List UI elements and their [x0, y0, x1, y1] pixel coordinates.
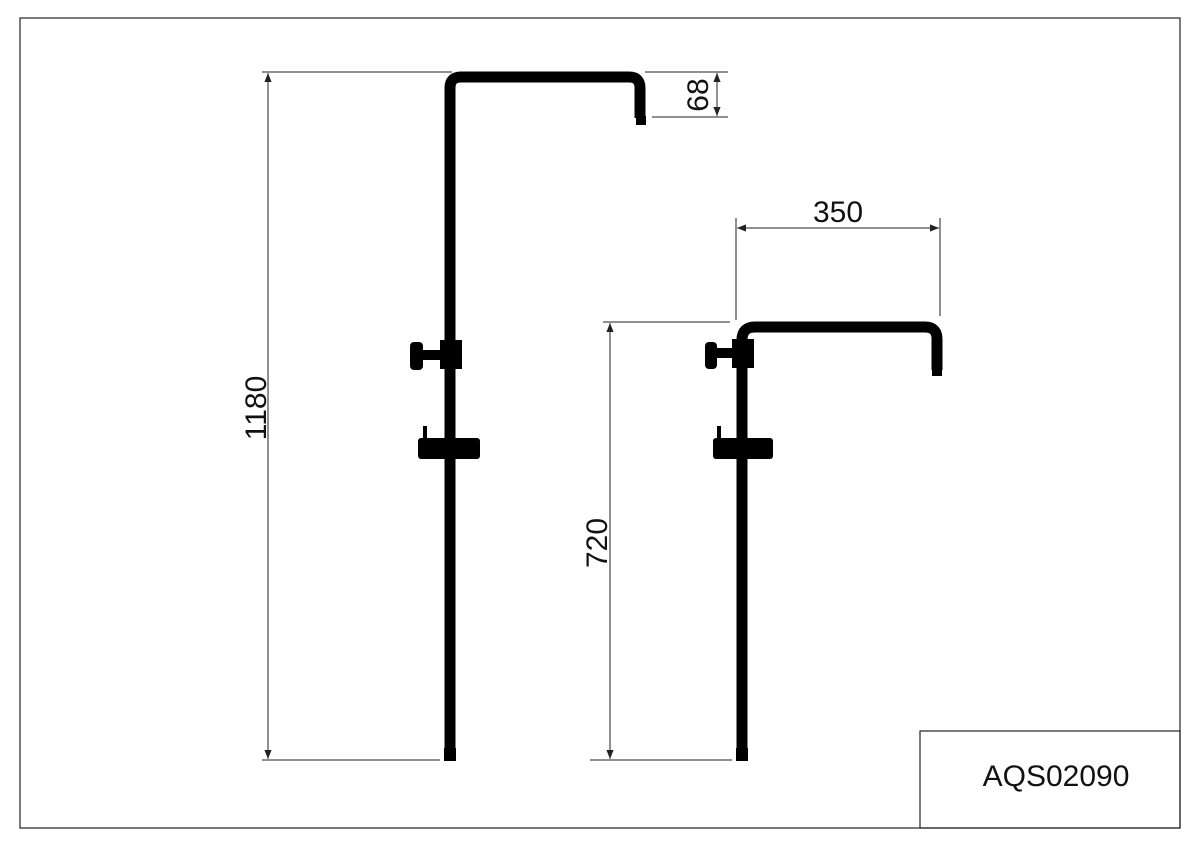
shower-column-short	[705, 321, 943, 761]
diverter-knob	[705, 342, 717, 369]
diverter-clamp	[440, 340, 462, 369]
pipe-end-cap	[444, 748, 456, 761]
title-block: AQS02090	[919, 730, 1181, 829]
dimension-total-height: 1180	[240, 71, 452, 761]
dimension-head-drop: 68	[645, 71, 728, 118]
dimension-label-1180: 1180	[240, 376, 273, 441]
slider-pin	[717, 426, 721, 439]
diverter-stem	[713, 348, 733, 358]
diverter-knob	[410, 342, 423, 370]
diverter-stem	[420, 350, 442, 360]
shower-head-connector	[636, 116, 646, 125]
shower-column-tall	[410, 71, 646, 761]
dimension-label-68: 68	[682, 78, 715, 111]
handshower-slider	[418, 438, 480, 459]
handshower-slider	[713, 438, 773, 459]
dimension-arm-length: 350	[735, 196, 941, 320]
diverter-clamp	[732, 339, 754, 368]
pipe-end-cap	[736, 748, 748, 761]
sheet-border	[19, 17, 1181, 829]
slider-pin	[423, 426, 427, 439]
riser-pipe-short	[736, 321, 943, 758]
dimension-bar-height: 720	[581, 321, 732, 761]
dimension-label-350: 350	[813, 196, 863, 229]
model-code: AQS02090	[983, 760, 1130, 793]
shower-head-connector	[932, 368, 942, 376]
riser-pipe-tall	[444, 71, 646, 758]
dimension-label-720: 720	[581, 518, 614, 568]
